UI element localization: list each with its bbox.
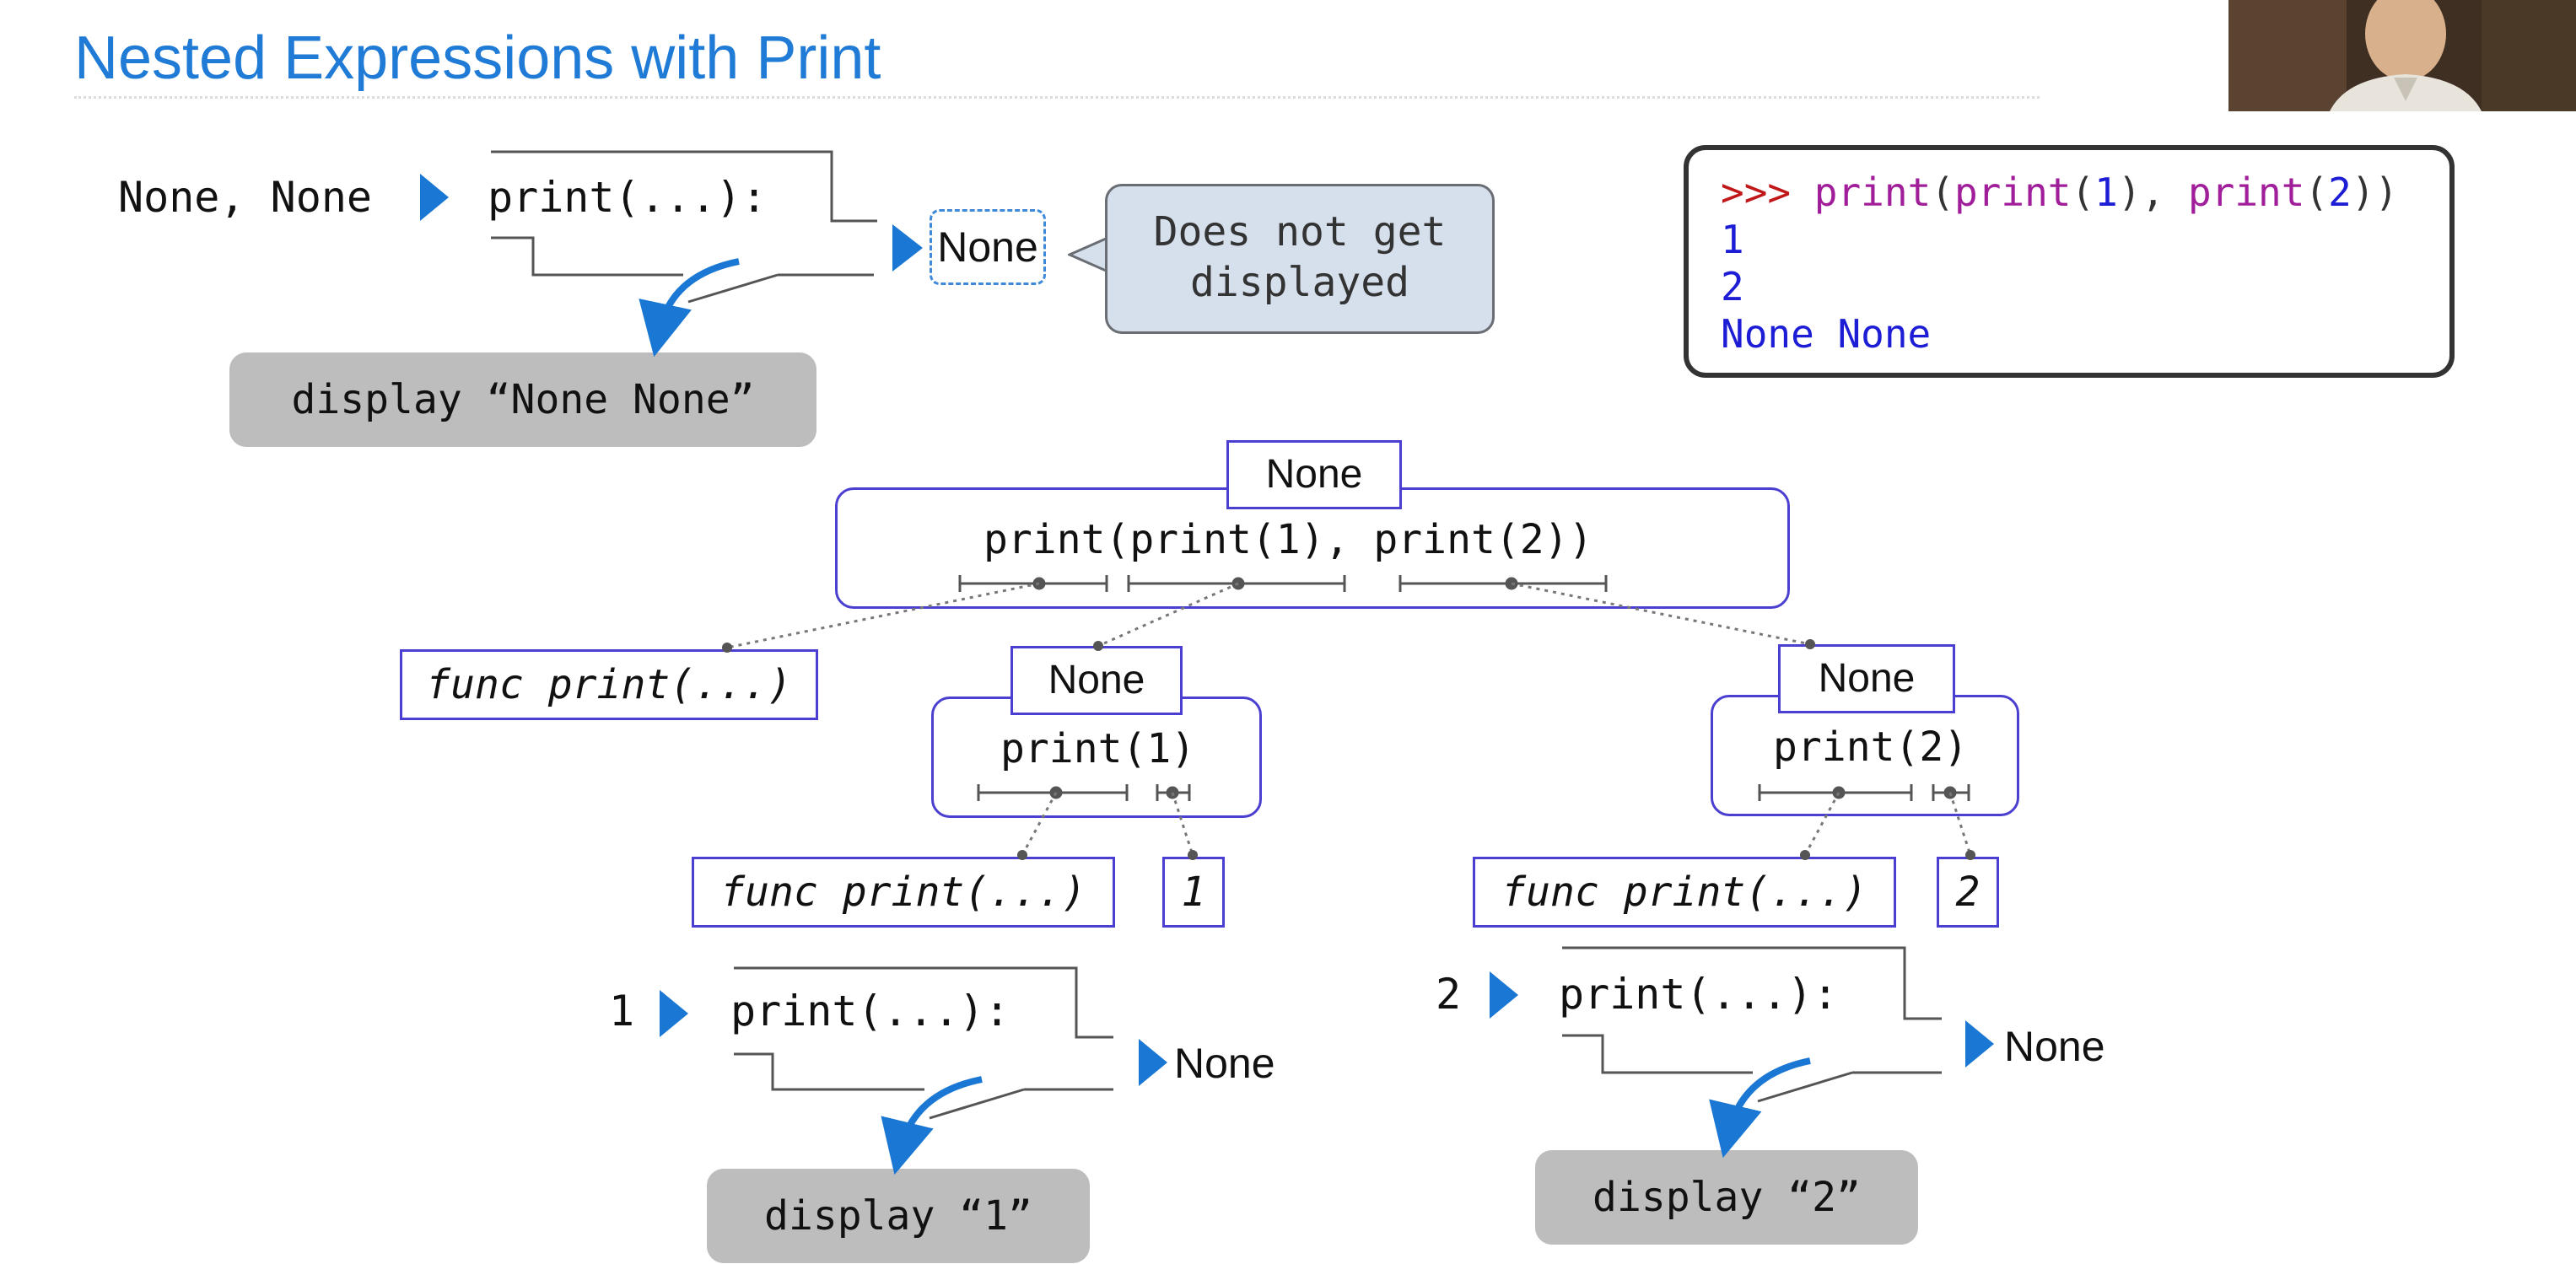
repl-arg-1: 1 bbox=[2094, 169, 2118, 215]
left-expression: print(1) bbox=[1000, 725, 1196, 772]
root-value-box: None bbox=[1226, 440, 1402, 509]
root-operand-rulers bbox=[958, 575, 1608, 592]
repl-box: >>> print(print(1), print(2)) 1 2 None N… bbox=[1684, 145, 2455, 378]
top-return-value: None bbox=[930, 209, 1046, 285]
flow2-return-value: None bbox=[2004, 1023, 2105, 1070]
flow2-function-header: print(...): bbox=[1559, 970, 1839, 1019]
repl-arg-2: 2 bbox=[2328, 169, 2352, 215]
callout-bubble: Does not get displayed bbox=[1105, 184, 1495, 334]
root-operator-text: func print(...) bbox=[426, 661, 792, 708]
right-value-box: None bbox=[1778, 644, 1955, 713]
root-expression: print(print(1), print(2)) bbox=[984, 516, 1593, 563]
top-return-arrow-icon bbox=[892, 224, 923, 272]
repl-output-2: 2 bbox=[1721, 264, 1744, 309]
left-operator-leaf: func print(...) bbox=[692, 857, 1115, 928]
repl-output-3: None None bbox=[1721, 311, 1932, 357]
root-value: None bbox=[1265, 452, 1363, 497]
top-function-outline bbox=[491, 150, 877, 223]
presenter-video bbox=[2228, 0, 2576, 111]
repl-input-line: >>> print(print(1), print(2)) bbox=[1721, 169, 2399, 215]
right-expression: print(2) bbox=[1773, 723, 1969, 771]
left-value: None bbox=[1048, 658, 1145, 702]
right-value: None bbox=[1818, 656, 1916, 701]
flow2-input-text: 2 bbox=[1436, 970, 1462, 1019]
flow1-input-arrow-icon bbox=[660, 990, 688, 1037]
flow2-input-arrow-icon bbox=[1490, 971, 1518, 1019]
right-connectors bbox=[1803, 792, 1972, 856]
repl-fn-outer: print bbox=[1813, 169, 1932, 215]
left-value-box: None bbox=[1010, 646, 1183, 715]
repl-output-1: 1 bbox=[1721, 217, 1744, 262]
flow1-display-text: display “1” bbox=[764, 1192, 1032, 1240]
root-operator-leaf: func print(...) bbox=[400, 649, 818, 720]
top-input-arrow-icon bbox=[420, 174, 449, 221]
slide-title: Nested Expressions with Print bbox=[74, 24, 881, 92]
flow1-return-value: None bbox=[1174, 1040, 1275, 1087]
top-display-box: display “None None” bbox=[229, 352, 816, 447]
right-operator-text: func print(...) bbox=[1501, 869, 1867, 916]
top-flow-arrow-icon bbox=[639, 258, 740, 358]
left-expression-box bbox=[931, 697, 1262, 818]
flow2-return-arrow-icon bbox=[1965, 1020, 1994, 1068]
top-input-text: None, None bbox=[118, 173, 373, 222]
flow1-return-arrow-icon bbox=[1139, 1039, 1167, 1086]
title-divider bbox=[74, 96, 2040, 99]
flow2-flow-arrow-icon bbox=[1709, 1057, 1811, 1159]
left-operand-leaf: 1 bbox=[1162, 857, 1225, 928]
right-operator-leaf: func print(...) bbox=[1473, 857, 1896, 928]
flow2-display-box: display “2” bbox=[1535, 1150, 1918, 1245]
left-operator-text: func print(...) bbox=[720, 869, 1086, 916]
flow1-display-box: display “1” bbox=[707, 1169, 1090, 1263]
top-function-header: print(...): bbox=[488, 173, 768, 222]
repl-fn-inner-1: print bbox=[1954, 169, 2072, 215]
right-operand-rulers bbox=[1758, 784, 1970, 801]
top-function-outline-lower bbox=[491, 236, 683, 277]
flow2-display-text: display “2” bbox=[1592, 1174, 1861, 1221]
left-operand-text: 1 bbox=[1181, 869, 1206, 916]
repl-fn-inner-2: print bbox=[2187, 169, 2305, 215]
top-display-text: display “None None” bbox=[291, 376, 755, 423]
flow1-flow-arrow-icon bbox=[881, 1076, 983, 1175]
flow1-function-header: print(...): bbox=[730, 987, 1010, 1035]
flow1-input-text: 1 bbox=[609, 987, 635, 1035]
repl-prompt: >>> bbox=[1721, 169, 1792, 215]
presenter-image bbox=[2228, 0, 2576, 111]
root-connectors bbox=[726, 582, 1811, 649]
callout-text: Does not get displayed bbox=[1153, 208, 1447, 306]
left-connectors bbox=[1021, 792, 1194, 856]
left-operand-rulers bbox=[977, 784, 1191, 801]
right-operand-text: 2 bbox=[1955, 869, 1981, 916]
